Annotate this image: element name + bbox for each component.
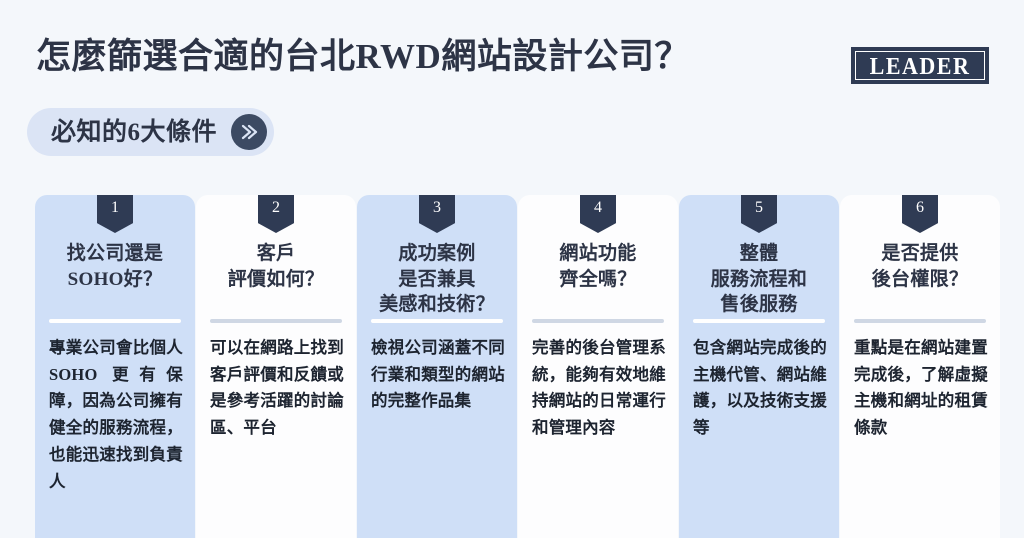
card-title: 客戶 評價如何？	[227, 243, 325, 290]
criteria-card-list: 1 找公司還是 SOHO好？ 專業公司會比個人 SOHO 更有保障，因為公司擁有…	[0, 195, 1024, 538]
card-body-text: 重點是在網站建置完成後，了解虛擬主機和網址的租賃條款	[854, 338, 988, 438]
card-body-text: 完善的後台管理系統，能夠有效地維持網站的日常運行和管理內容	[532, 338, 666, 438]
card-number-badge: 3	[419, 195, 455, 233]
logo-text: LEADER	[869, 50, 971, 79]
card-title: 找公司還是 SOHO好？	[66, 243, 164, 290]
subtitle-label: 必知的6大條件	[51, 118, 218, 146]
card-title: 成功案例 是否兼具 美感和技術？	[379, 243, 495, 316]
criteria-card-2: 2 客戶 評價如何？ 可以在網路上找到客戶評價和反饋或是參考活躍的討論區、平台	[196, 195, 356, 538]
card-number-label: 3	[433, 199, 441, 216]
card-number-badge: 5	[741, 195, 777, 233]
page-title: 怎麼篩選合適的台北RWD網站設計公司？	[36, 37, 690, 76]
card-divider	[210, 319, 342, 323]
card-body-text: 檢視公司涵蓋不同行業和類型的網站的完整作品集	[371, 338, 505, 411]
card-divider	[371, 319, 503, 323]
subtitle-badge: 必知的6大條件	[27, 108, 275, 156]
card-number-badge: 4	[580, 195, 616, 233]
card-title: 整體 服務流程和 售後服務	[710, 243, 808, 316]
card-number-label: 2	[272, 199, 280, 216]
card-number-badge: 1	[97, 195, 133, 233]
criteria-card-1: 1 找公司還是 SOHO好？ 專業公司會比個人 SOHO 更有保障，因為公司擁有…	[35, 195, 195, 538]
leader-logo: LEADER	[851, 47, 989, 84]
logo-inner-frame: LEADER	[855, 51, 985, 80]
card-number-label: 5	[755, 199, 763, 216]
card-title: 是否提供 後台權限？	[871, 243, 969, 290]
card-divider	[693, 319, 825, 323]
criteria-card-3: 3 成功案例 是否兼具 美感和技術？ 檢視公司涵蓋不同行業和類型的網站的完整作品…	[357, 195, 517, 538]
card-body-text: 專業公司會比個人 SOHO 更有保障，因為公司擁有健全的服務流程，也能迅速找到負…	[49, 338, 183, 491]
criteria-card-4: 4 網站功能 齊全嗎？ 完善的後台管理系統，能夠有效地維持網站的日常運行和管理內…	[518, 195, 678, 538]
card-number-label: 4	[594, 199, 602, 216]
header: 怎麼篩選合適的台北RWD網站設計公司？ LEADER 必知的6大條件	[0, 0, 1024, 185]
criteria-card-5: 5 整體 服務流程和 售後服務 包含網站完成後的主機代管、網站維護，以及技術支援…	[679, 195, 839, 538]
double-chevron-right-icon	[231, 114, 268, 150]
card-body-text: 包含網站完成後的主機代管、網站維護，以及技術支援等	[693, 338, 827, 438]
criteria-card-6: 6 是否提供 後台權限？ 重點是在網站建置完成後，了解虛擬主機和網址的租賃條款	[840, 195, 1000, 538]
card-divider	[532, 319, 664, 323]
card-body-text: 可以在網路上找到客戶評價和反饋或是參考活躍的討論區、平台	[210, 338, 344, 438]
card-number-badge: 2	[258, 195, 294, 233]
card-divider	[49, 319, 181, 323]
card-divider	[854, 319, 986, 323]
card-number-badge: 6	[902, 195, 938, 233]
card-number-label: 6	[916, 199, 924, 216]
card-title: 網站功能 齊全嗎？	[559, 243, 637, 290]
card-number-label: 1	[111, 199, 119, 216]
